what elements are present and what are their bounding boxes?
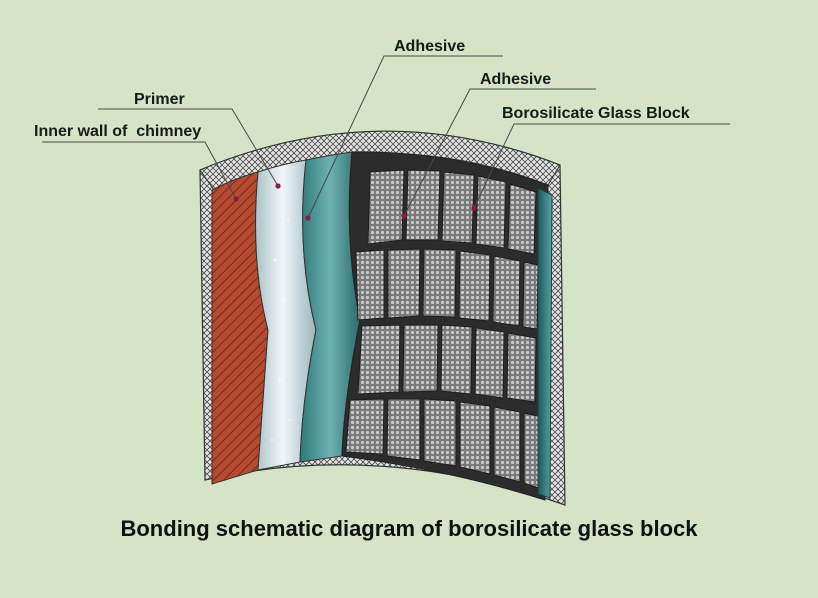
label-adhesive-inner: Adhesive [480, 71, 551, 88]
marker-inner-wall [233, 196, 239, 202]
primer-speckles [271, 219, 291, 441]
label-adhesive-outer: Adhesive [394, 38, 465, 55]
leader-glass-block [473, 123, 730, 209]
marker-adhesive-outer [305, 215, 311, 221]
marker-adhesive-inner [401, 213, 407, 219]
glass-block-grid [345, 169, 539, 489]
leader-adhesive-inner [403, 88, 596, 217]
leader-primer [98, 108, 279, 187]
glass-block-edge [537, 187, 553, 499]
callout-leaders [42, 55, 730, 219]
callout-markers [233, 183, 477, 221]
label-inner-wall: Inner wall of chimney [34, 123, 201, 140]
leader-adhesive-outer [307, 55, 503, 219]
diagram-caption: Bonding schematic diagram of borosilicat… [120, 516, 698, 541]
marker-glass-block [471, 205, 477, 211]
label-glass-block: Borosilicate Glass Block [502, 105, 690, 122]
marker-primer [275, 183, 281, 189]
leader-inner-wall [42, 141, 237, 200]
label-primer: Primer [134, 91, 185, 108]
